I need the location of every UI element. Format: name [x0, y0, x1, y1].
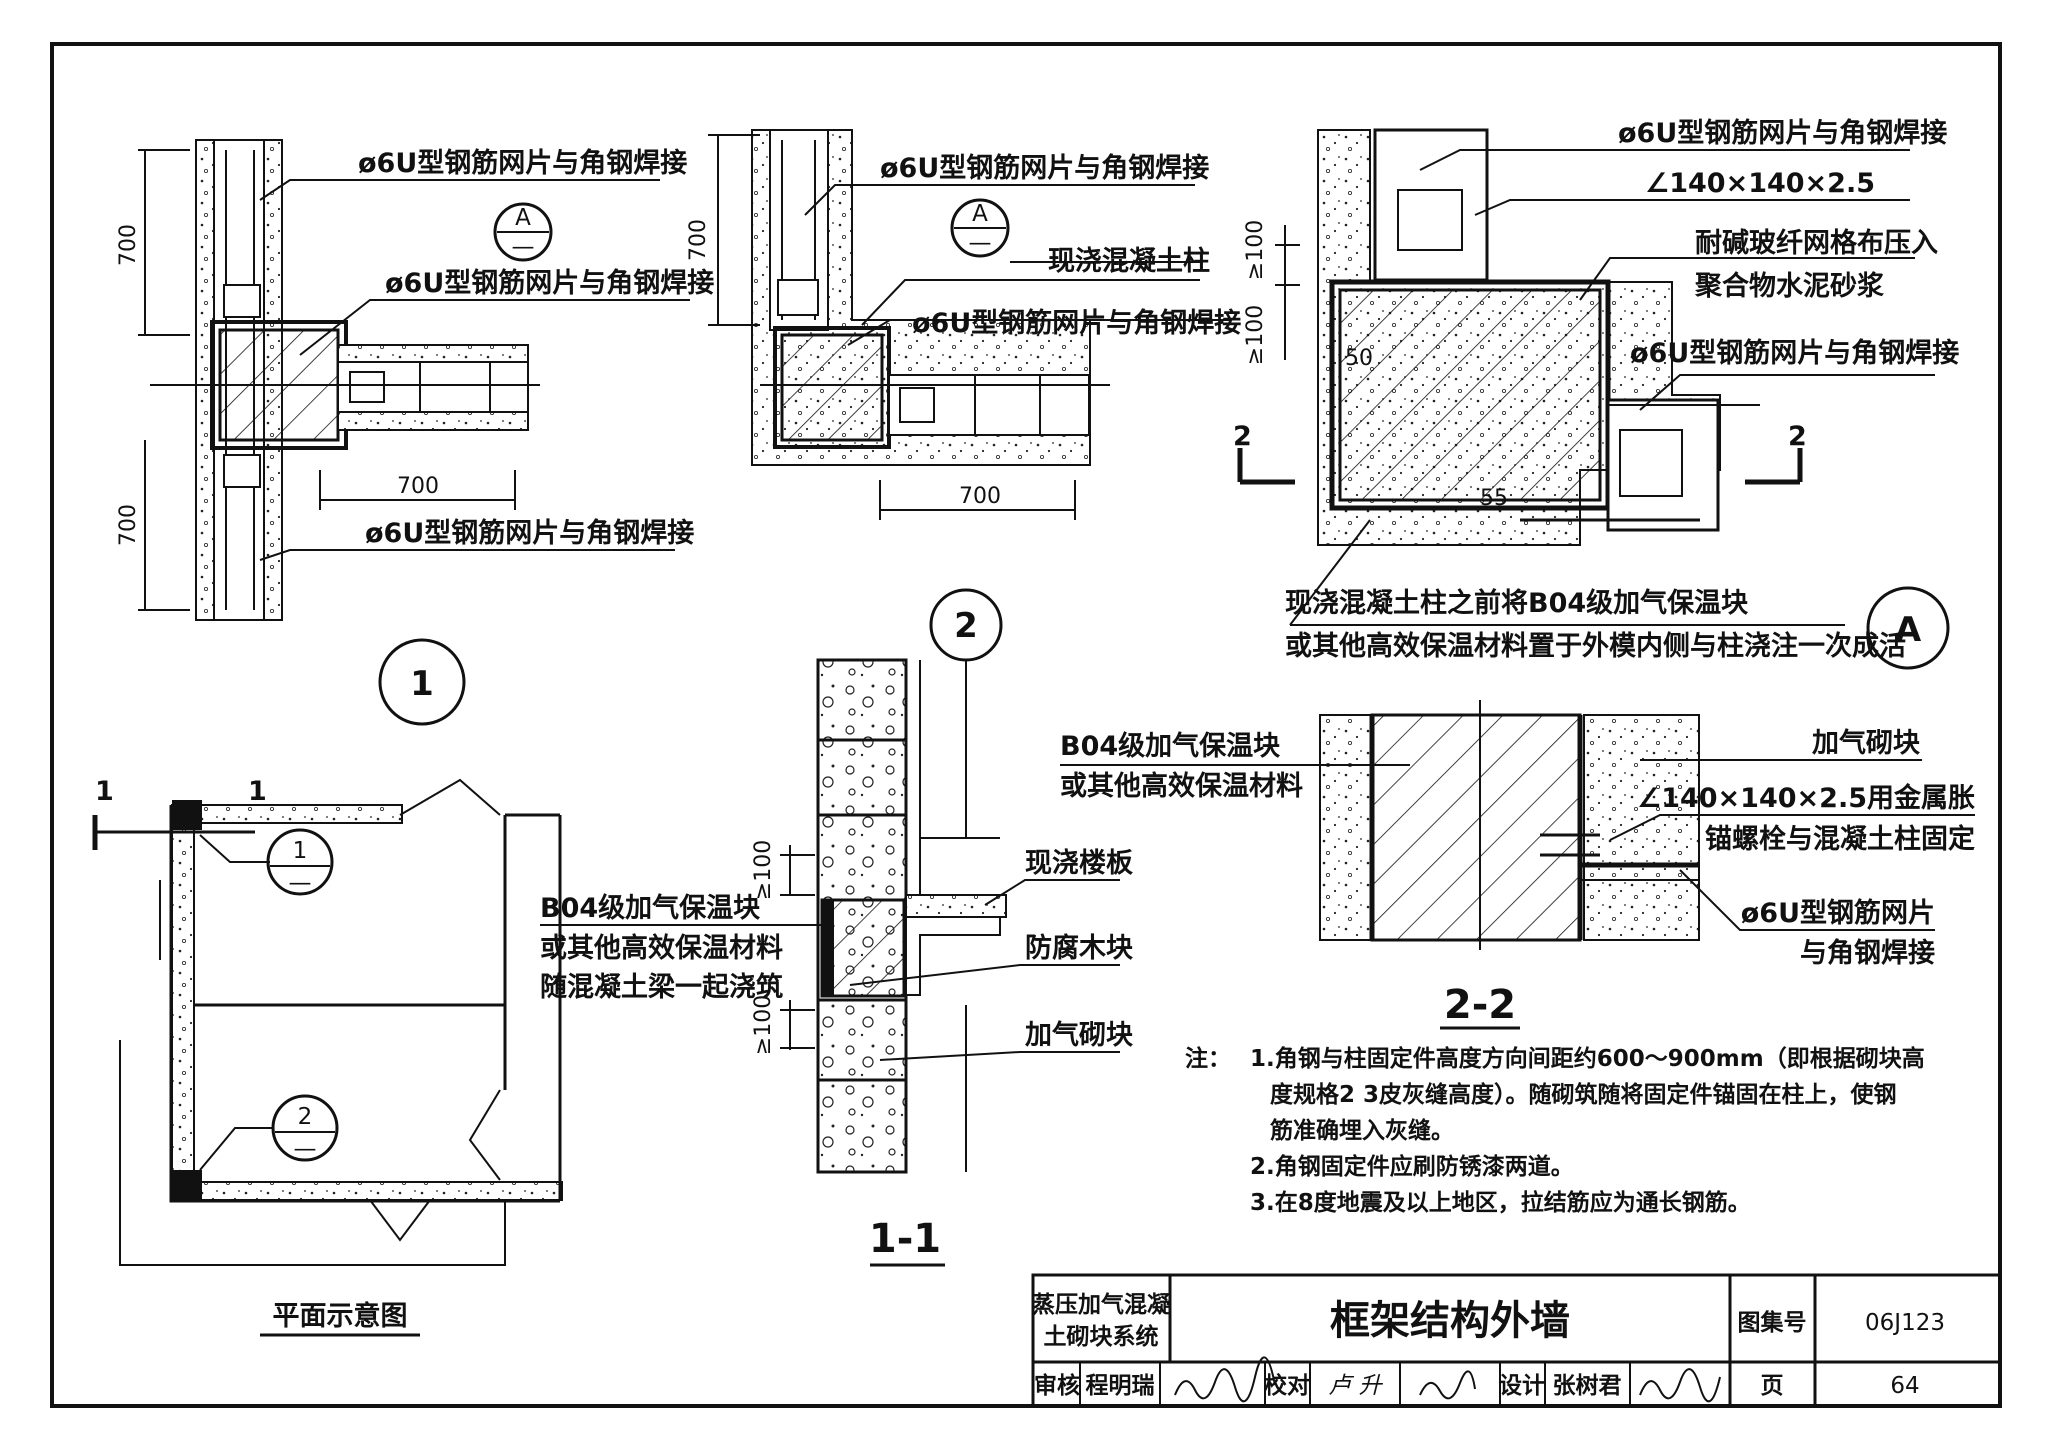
- note-line-2: 度规格2 3皮灰缝高度）。随砌筑随将固定件锚固在柱上，使钢: [1270, 1081, 1897, 1108]
- review-label: 审核: [1034, 1372, 1080, 1399]
- plan-title: 平面示意图: [273, 1300, 408, 1332]
- mesh-label-2: 聚合物水泥砂浆: [1694, 270, 1885, 302]
- page-label: 页: [1761, 1373, 1784, 1399]
- aerated-block-label-11: 加气砌块: [1025, 1020, 1134, 1051]
- section-11-insulation-1: B04级加气保温块: [540, 892, 761, 924]
- dim-700-bottom: 700: [116, 504, 141, 546]
- mesh-label-1: 耐碱玻纤网格布压入: [1695, 228, 1938, 259]
- reviewer-name: 程明瑞: [1086, 1373, 1155, 1399]
- corner-callout-letter: A: [972, 201, 988, 227]
- weld-label-mid: ø6U型钢筋网片与角钢焊接: [385, 267, 714, 299]
- corner-dim-horizontal: 700: [959, 484, 1001, 509]
- section-11-dim-top: ≥100: [751, 840, 776, 900]
- a-dim-1: ≥100: [1243, 220, 1268, 280]
- angle-anchor-1: ∠140×140×2.5用金属胀: [1637, 782, 1975, 814]
- insulation-note-1: 现浇混凝土柱之前将B04级加气保温块: [1285, 587, 1749, 619]
- plan-section-mark-left: 1: [95, 776, 114, 807]
- designer-name: 张树君: [1553, 1373, 1622, 1399]
- section-22-title: 2-2: [1444, 982, 1516, 1028]
- section-22-insulation-2: 或其他高效保温材料: [1060, 770, 1303, 802]
- a-dim-55: 55: [1480, 486, 1508, 511]
- plan-callout-2-dash: —: [294, 1136, 317, 1162]
- page-number: 64: [1890, 1373, 1919, 1399]
- weld-label-top: ø6U型钢筋网片与角钢焊接: [358, 147, 687, 179]
- detail-1: 700 700 700 ø6U型钢筋网片与角钢焊接 ø6U型钢筋网片与角钢焊接 …: [116, 139, 714, 726]
- detail-1-marker: [378, 638, 466, 726]
- section-11-insulation-3: 随混凝土梁一起浇筑: [540, 971, 783, 1003]
- floor-slab-label: 现浇楼板: [1025, 848, 1133, 879]
- callout-a-letter: A: [515, 205, 531, 231]
- sheet-border: [50, 42, 2002, 1408]
- callout-a-circle: [493, 202, 553, 262]
- checker-signature: [1419, 1370, 1476, 1400]
- section-1-1: 2 ≥100 ≥100 B04级加气保温块 或其他高效保温材料 随混凝土梁一起浇…: [540, 588, 1134, 1267]
- checker-name: 卢 升: [1328, 1373, 1383, 1399]
- plan-callout-1-dash: —: [289, 870, 312, 896]
- note-line-3: 筋准确埋入灰缝。: [1270, 1117, 1454, 1144]
- detail-corner: 700 700 ø6U型钢筋网片与角钢焊接 现浇混凝土柱 ø6U型钢筋网片与角钢…: [686, 129, 1241, 520]
- section-11-dim-bottom: ≥100: [751, 995, 776, 1055]
- system-name-1: 蒸压加气混凝: [1032, 1291, 1171, 1318]
- detail-a: ≥100 ≥100 50 55 2 2 ø6U型钢筋网片与角钢焊接 ∠140×1…: [1233, 117, 1959, 670]
- aerated-block-label-22: 加气砌块: [1812, 728, 1921, 759]
- corner-weld-label-mid: ø6U型钢筋网片与角钢焊接: [912, 307, 1241, 339]
- concrete-column-label: 现浇混凝土柱: [1048, 246, 1210, 277]
- dim-700-top: 700: [116, 224, 141, 266]
- callout-a-dash: —: [512, 234, 535, 260]
- check-label: 校对: [1264, 1372, 1310, 1399]
- corner-weld-label-top: ø6U型钢筋网片与角钢焊接: [880, 152, 1209, 184]
- notes: 注： 1.角钢与柱固定件高度方向间距约600～900mm（即根据砌块高 度规格2…: [1185, 1045, 1925, 1216]
- a-weld-label-2: ø6U型钢筋网片与角钢焊接: [1630, 337, 1959, 369]
- note-line-5: 3.在8度地震及以上地区，拉结筋应为通长钢筋。: [1250, 1189, 1751, 1216]
- section-11-title: 1-1: [869, 1216, 941, 1262]
- note-line-1: 1.角钢与柱固定件高度方向间距约600～900mm（即根据砌块高: [1250, 1045, 1925, 1072]
- section-11-insulation-2: 或其他高效保温材料: [540, 932, 783, 964]
- section-11-marker: 2: [954, 606, 978, 646]
- note-line-4: 2.角钢固定件应刷防锈漆两道。: [1250, 1153, 1574, 1180]
- reviewer-signature: [1174, 1356, 1276, 1403]
- a-section-mark-left: 2: [1233, 421, 1252, 452]
- detail-1-marker-text: 1: [410, 664, 434, 704]
- a-section-mark-right: 2: [1788, 421, 1807, 452]
- wood-block-label: 防腐木块: [1025, 933, 1134, 964]
- plan-callout-2-num: 2: [298, 1104, 313, 1130]
- system-name-2: 土砌块系统: [1044, 1323, 1159, 1350]
- plan-diagram: 1 1 1 — 2 — 平面示意图: [92, 776, 563, 1337]
- weld-label-bottom: ø6U型钢筋网片与角钢焊接: [365, 517, 694, 549]
- plan-section-mark-right: 1: [248, 776, 267, 807]
- corner-dim-vertical: 700: [686, 219, 711, 261]
- angle-anchor-2: 锚螺栓与混凝土柱固定: [1705, 823, 1975, 855]
- insulation-note-2: 或其他高效保温材料置于外模内侧与柱浇注一次成活: [1285, 630, 1906, 662]
- section-22-insulation-1: B04级加气保温块: [1060, 730, 1281, 762]
- a-dim-2: ≥100: [1243, 305, 1268, 365]
- atlas-label: 图集号: [1738, 1309, 1807, 1336]
- section-2-2: B04级加气保温块 或其他高效保温材料 加气砌块 ∠140×140×2.5用金属…: [1060, 700, 1975, 1030]
- detail-a-marker-text: A: [1895, 610, 1922, 650]
- drawing-title: 框架结构外墙: [1330, 1298, 1570, 1344]
- title-block: 蒸压加气混凝 土砌块系统 框架结构外墙 图集号 06J123 审核 程明瑞 校对…: [1031, 1273, 2002, 1408]
- section-22-weld-2: 与角钢焊接: [1800, 937, 1935, 969]
- design-label: 设计: [1499, 1373, 1545, 1399]
- angle-label: ∠140×140×2.5: [1645, 168, 1875, 199]
- dim-700-horizontal: 700: [397, 474, 439, 499]
- plan-callout-1-num: 1: [293, 838, 308, 864]
- section-22-weld-1: ø6U型钢筋网片: [1741, 897, 1935, 929]
- designer-signature: [1639, 1368, 1721, 1403]
- atlas-number: 06J123: [1865, 1310, 1945, 1336]
- corner-callout-dash: —: [969, 230, 992, 256]
- a-weld-label: ø6U型钢筋网片与角钢焊接: [1618, 117, 1947, 149]
- a-dim-50: 50: [1345, 346, 1373, 371]
- notes-prefix: 注：: [1185, 1045, 1231, 1072]
- detail-a-marker: [1866, 586, 1950, 670]
